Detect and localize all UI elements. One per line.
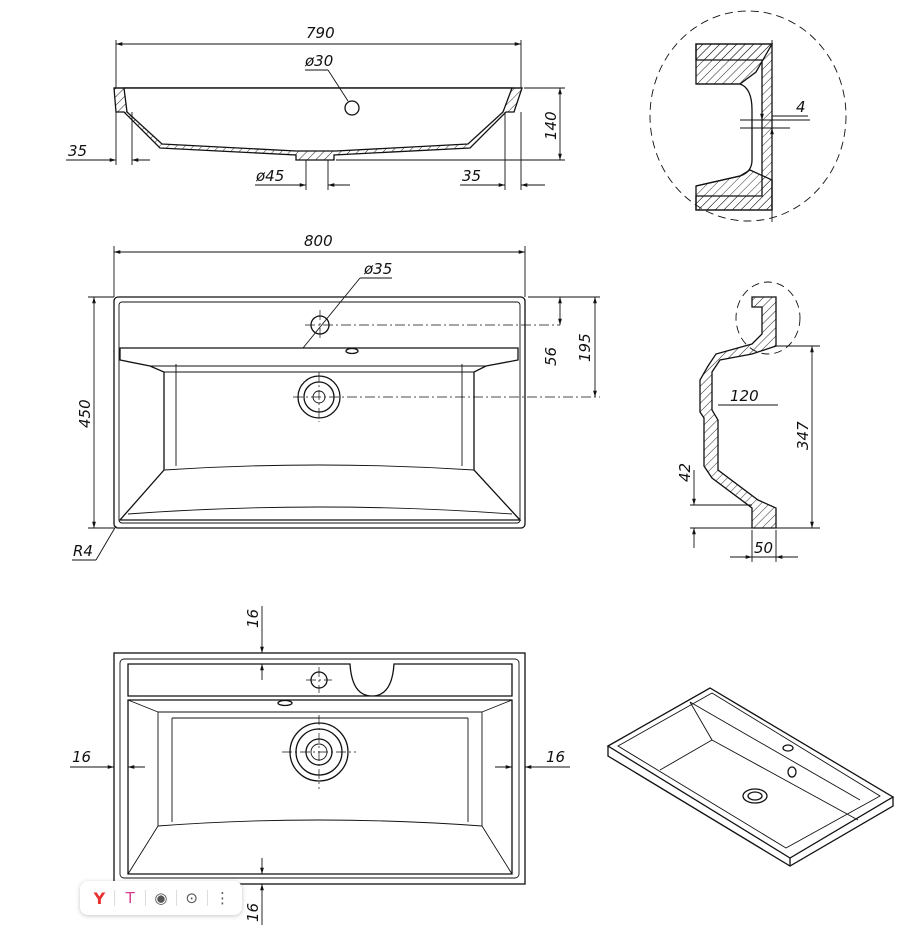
dim-top-hole: ø30 — [304, 52, 333, 70]
isometric-view — [606, 687, 895, 867]
toolbar-divider — [206, 890, 208, 906]
dim-side-height: 347 — [794, 421, 812, 450]
dim-plan-drain-offset: 195 — [576, 333, 594, 362]
dim-top-drain: ø45 — [255, 167, 284, 185]
dim-top-width: 790 — [306, 24, 335, 42]
bottom-plan-view — [70, 606, 570, 925]
more-icon[interactable]: ⋮ — [214, 889, 230, 907]
toolbar-divider — [114, 890, 116, 906]
side-section-view — [690, 281, 820, 562]
floating-toolbar: Y T ◉ ⊙ ⋮ — [80, 881, 242, 915]
dim-bottom-margin-top: 16 — [244, 609, 262, 628]
dim-top-height: 140 — [542, 111, 560, 140]
dim-plan-corner-radius: R4 — [73, 542, 93, 560]
toolbar-divider — [145, 890, 147, 906]
dim-plan-hole-offset: 56 — [542, 347, 560, 366]
front-section-view — [66, 40, 565, 190]
dim-top-left-offset: 35 — [68, 142, 87, 160]
dim-bottom-margin-bottom: 16 — [244, 903, 262, 922]
yandex-icon[interactable]: Y — [93, 888, 106, 908]
dim-side-foot-height: 42 — [676, 463, 694, 482]
dim-bottom-margin-right: 16 — [546, 748, 565, 766]
dim-bottom-margin-left: 16 — [72, 748, 91, 766]
dim-detail-wall: 4 — [796, 98, 806, 116]
wall-detail-view — [649, 10, 847, 222]
dim-plan-depth: 450 — [76, 399, 94, 428]
dim-plan-width: 800 — [304, 232, 333, 250]
screenshot-icon[interactable]: ⊙ — [185, 889, 198, 907]
plan-view — [72, 246, 600, 561]
toolbar-divider — [175, 890, 177, 906]
dim-plan-hole: ø35 — [363, 260, 392, 278]
dim-side-foot-width: 50 — [754, 539, 773, 557]
dim-top-right-offset: 35 — [462, 167, 481, 185]
dim-side-depth-inner: 120 — [730, 387, 759, 405]
eye-icon[interactable]: ◉ — [154, 889, 168, 907]
translate-icon[interactable]: T — [125, 889, 135, 907]
